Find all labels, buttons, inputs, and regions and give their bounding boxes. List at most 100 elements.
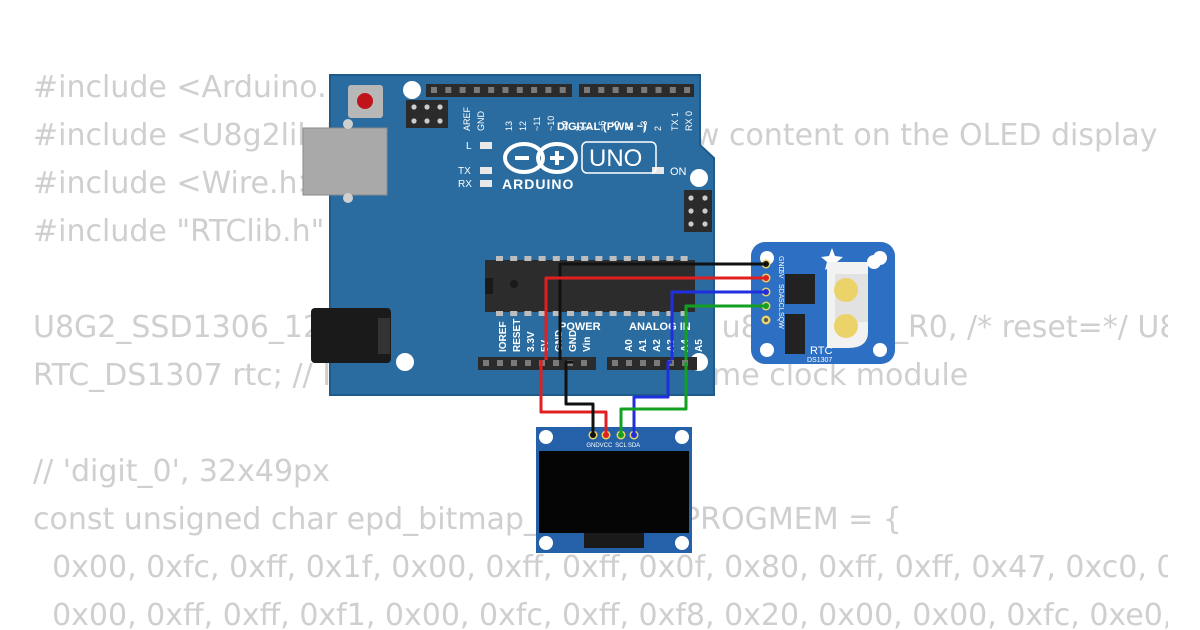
chip-pin [666,311,674,316]
header-pin [598,87,605,93]
digital-label: DIGITAL (PWM ~) [557,121,647,133]
rtc-mount-hole [760,343,774,357]
chip-pin [567,256,574,261]
power-pin-label: RESET [512,319,523,352]
header-pin [545,87,552,93]
power-pin-label: Vin [582,337,593,352]
header-pin [669,87,676,93]
wire-red-oled-vcc [539,360,608,435]
rtc-pin-label: SQW [777,312,784,329]
analog-pin-label: A2 [652,339,663,352]
icsp-header-right [684,190,712,232]
oled-screen [539,451,689,533]
oled-mount-hole [675,430,689,444]
rtc-pin-hole [764,318,768,322]
usb-screw [343,119,353,129]
wire-blue-rtc-scl [670,290,766,360]
usb-connector [302,127,388,196]
chip-pin [510,256,518,261]
digital-pin-label: 4 [625,126,635,131]
header-pin [488,87,495,93]
digital-pin-label: 13 [504,121,514,131]
mounting-hole [690,169,708,187]
oled-mount-hole [539,536,553,550]
chip-pin [652,311,660,316]
chip-pin [680,256,688,261]
wire-red-rtc-vcc [544,276,766,360]
arduino-brand: ARDUINO [502,176,574,192]
digital-pin-label: ~3 [639,121,649,131]
header-pin [654,360,660,366]
power-pin-label: IOREF [498,321,509,352]
header-pin [516,87,523,93]
digital-pin-label: ~6 [597,121,607,131]
chip-pin [623,311,631,316]
led-on [652,167,664,174]
digital-pin-label: ~5 [611,121,621,131]
wire-endpoints [590,261,769,438]
digital-pin-label: 7 [583,126,593,131]
oled-mount-hole [539,430,553,444]
wire-black-rtc-gnd [558,262,766,360]
analog-label: ANALOG IN [629,321,691,333]
header-pin [655,87,662,93]
mounting-hole [403,81,421,99]
header-pin [612,360,618,366]
led-tx [480,167,492,174]
rtc-mount-hole [873,343,887,357]
code-line: // 'digit_0', 32x49px [33,454,330,489]
oled-pin-label: SDA [628,443,640,449]
chip-pin [609,311,617,316]
header-pin [584,87,590,93]
rtc-label: RTC [810,345,832,357]
battery-holder [827,255,881,348]
header-pin [459,87,466,93]
wires [539,262,766,435]
chip-pin [638,311,645,316]
chip-pin [595,256,603,261]
uno-model: UNO [589,145,642,172]
rtc-pin-label: GND [777,256,784,272]
oled-pin-label: SCL [615,443,627,449]
digital-header-pins [431,87,691,93]
oled-mount-hole [675,536,689,550]
power-header [478,357,596,370]
chip-pin [609,256,617,261]
header-pin [502,87,509,93]
chip-pin [552,311,560,316]
power-jack-rim [378,318,390,354]
analog-pin-label: A5 [694,339,705,352]
chip-pin [510,311,518,316]
digital-pin-label: TX 1 [670,112,680,131]
header-pin [531,87,538,93]
analog-pin-label: A1 [638,339,649,352]
bottom-header-pins [483,360,688,366]
chip-pin [680,311,688,316]
chip-pin [496,256,503,261]
power-jack [311,308,391,363]
chip-pin [524,256,532,261]
oled-pin-label: GND [586,443,600,449]
digital-pin-label: AREF [462,106,472,131]
chip-pin [552,256,560,261]
digital-pin-label: ~10 [546,116,556,131]
led-rx [480,180,492,187]
code-line: 0x00, 0xfc, 0xff, 0x1f, 0x00, 0xff, 0xff… [52,550,1168,585]
chip-pin [538,311,546,316]
chip-pin [496,311,503,316]
rtc-pin-label: 5V [777,270,784,279]
wire-black-oled-gnd [564,360,595,435]
oled-pin-label: VCC [600,443,613,449]
rtc-model-label: DS1307 [807,357,832,364]
chip-pin [623,256,631,261]
chip-pin [595,311,603,316]
digital-pin-label: GND [476,111,486,132]
chip-pin [524,311,532,316]
usb-screw [343,193,353,203]
analog-pin-label: A0 [624,339,635,352]
header-pin [511,360,517,366]
